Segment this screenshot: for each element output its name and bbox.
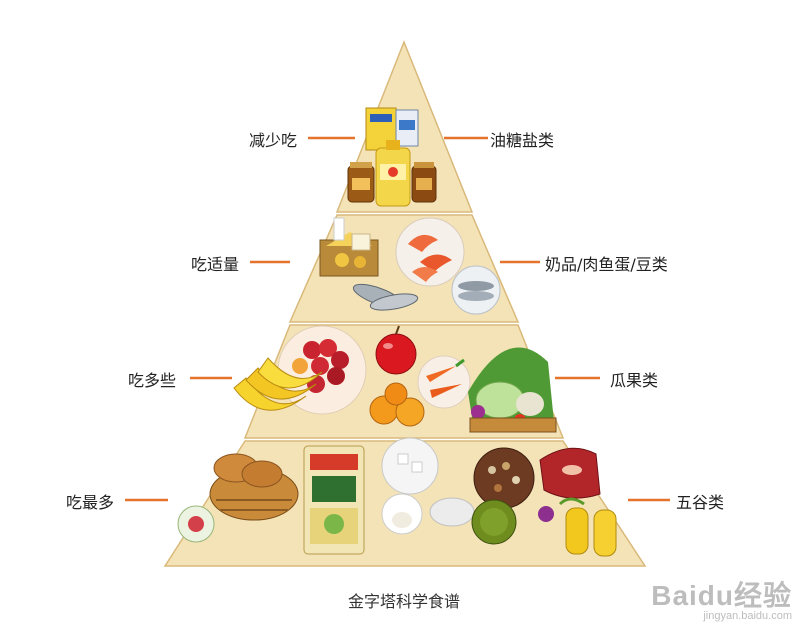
grapes-illustration (277, 325, 367, 415)
vegetable-basket-illustration (468, 347, 557, 433)
cheese-and-milk-illustration (319, 217, 379, 277)
watermark-url: jingyan.baidu.com (703, 610, 792, 622)
level-3-right-label: 瓜果类 (610, 371, 659, 390)
diagram-caption: 金字塔科学食谱 (347, 592, 460, 611)
watermark: Baidu经验 jingyan.baidu.com (651, 574, 792, 622)
oil-bottle-illustration (375, 140, 411, 207)
bananas-illustration (233, 357, 323, 411)
level-1-left-label: 减少吃 (249, 131, 298, 150)
sauce-jar-illustration (347, 162, 437, 203)
shrimp-illustration (395, 217, 465, 287)
beans-illustration (471, 447, 535, 545)
oat-bag-illustration (303, 445, 365, 555)
snack-box-illustration (365, 107, 419, 151)
oranges-illustration (369, 382, 425, 427)
fish-illustration (352, 265, 501, 315)
sweet-potato-illustration (177, 505, 215, 543)
level-4-left-label: 吃最多 (66, 493, 115, 512)
level-3-left-label: 吃多些 (128, 371, 177, 390)
apple-illustration (375, 325, 417, 375)
watermark-brand: Baidu经验 (651, 580, 792, 611)
level-1-right-label: 油糖盐类 (490, 131, 555, 150)
bread-basket-illustration (209, 453, 299, 521)
carrots-illustration (417, 355, 471, 409)
level-2-right-label: 奶品/肉鱼蛋/豆类 (545, 255, 668, 274)
level-4-right-label: 五谷类 (676, 493, 725, 512)
meat-and-corn-illustration (538, 447, 617, 557)
rice-bowls-illustration (381, 437, 475, 535)
level-2-left-label: 吃适量 (191, 255, 240, 274)
